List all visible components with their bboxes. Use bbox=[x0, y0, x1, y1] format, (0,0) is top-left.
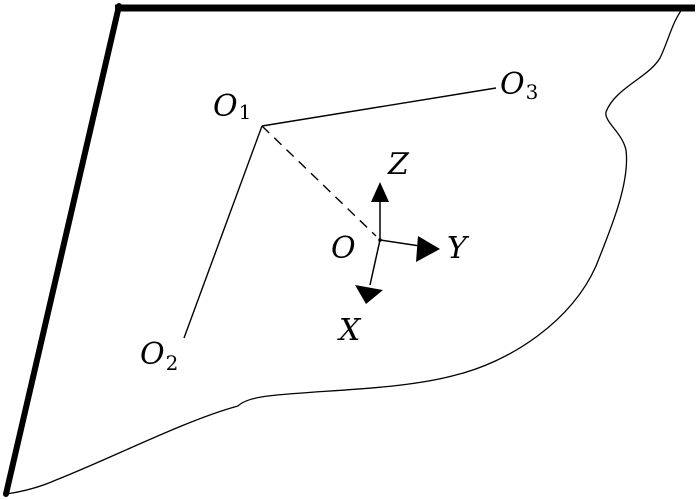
line-o1-o2 bbox=[183, 125, 263, 339]
label-x-axis: X bbox=[337, 313, 362, 348]
label-o2: O2 bbox=[140, 337, 178, 375]
dashed-line-o1-o bbox=[261, 125, 377, 237]
x-axis-line bbox=[369, 239, 381, 286]
z-axis-arrowhead bbox=[371, 182, 389, 202]
line-o1-o3 bbox=[261, 87, 497, 127]
surface-boundary-curve bbox=[5, 7, 684, 495]
origin-point bbox=[378, 238, 382, 242]
label-y-axis: Y bbox=[447, 231, 470, 266]
x-axis-arrowhead bbox=[355, 285, 383, 304]
label-o3: O3 bbox=[500, 67, 538, 104]
frame-left-edge bbox=[3, 3, 122, 497]
y-axis-line bbox=[379, 239, 421, 247]
label-origin: O bbox=[331, 231, 356, 266]
label-z-axis: Z bbox=[387, 147, 410, 182]
label-o1: O1 bbox=[213, 89, 251, 124]
y-axis-arrowhead bbox=[416, 236, 440, 262]
